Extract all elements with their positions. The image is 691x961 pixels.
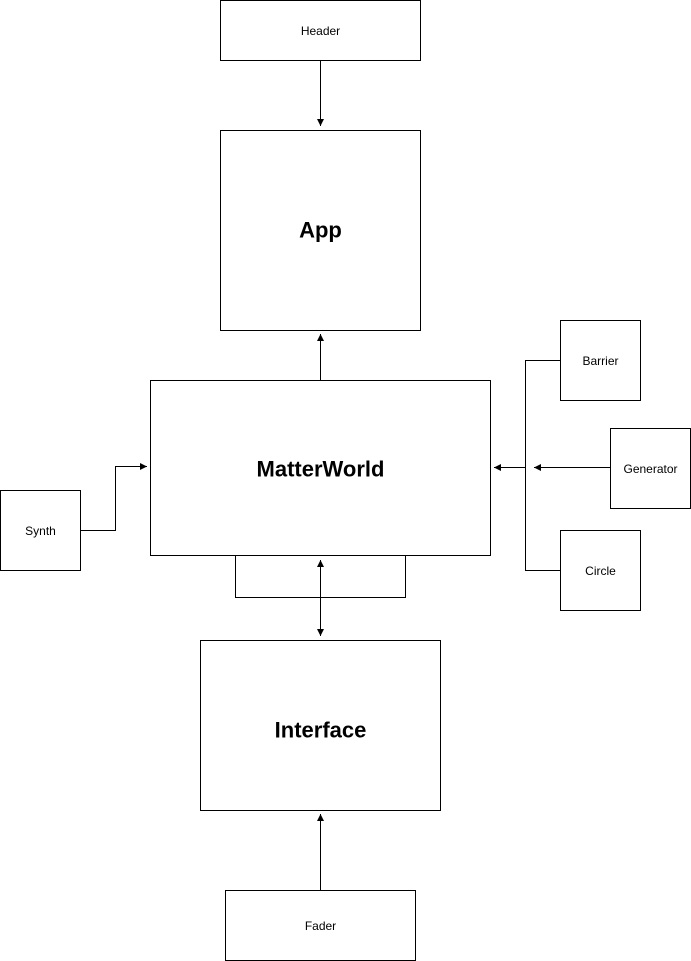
node-circle-label: Circle — [585, 564, 616, 578]
node-app[interactable]: App — [220, 130, 421, 331]
node-barrier-label: Barrier — [582, 354, 618, 368]
node-app-label: App — [299, 218, 342, 243]
edge-synth-to-matterworld — [80, 463, 147, 531]
node-matterworld-label: MatterWorld — [257, 457, 385, 482]
node-synth[interactable]: Synth — [0, 490, 81, 571]
node-fader-label: Fader — [305, 919, 336, 933]
node-interface-label: Interface — [275, 718, 367, 743]
edges — [80, 60, 610, 890]
node-generator[interactable]: Generator — [610, 428, 691, 509]
node-matterworld[interactable]: MatterWorld — [150, 380, 491, 556]
edge-circle-to-matterworld — [525, 467, 560, 571]
node-circle[interactable]: Circle — [560, 530, 641, 611]
node-fader[interactable]: Fader — [225, 890, 416, 961]
edge-barrier-to-matterworld — [494, 360, 560, 471]
node-barrier[interactable]: Barrier — [560, 320, 641, 401]
node-synth-label: Synth — [25, 524, 56, 538]
node-header[interactable]: Header — [220, 0, 421, 61]
node-header-label: Header — [301, 24, 340, 38]
node-generator-label: Generator — [623, 462, 677, 476]
node-interface[interactable]: Interface — [200, 640, 441, 811]
edge-matterworld-self-loop — [235, 555, 406, 598]
